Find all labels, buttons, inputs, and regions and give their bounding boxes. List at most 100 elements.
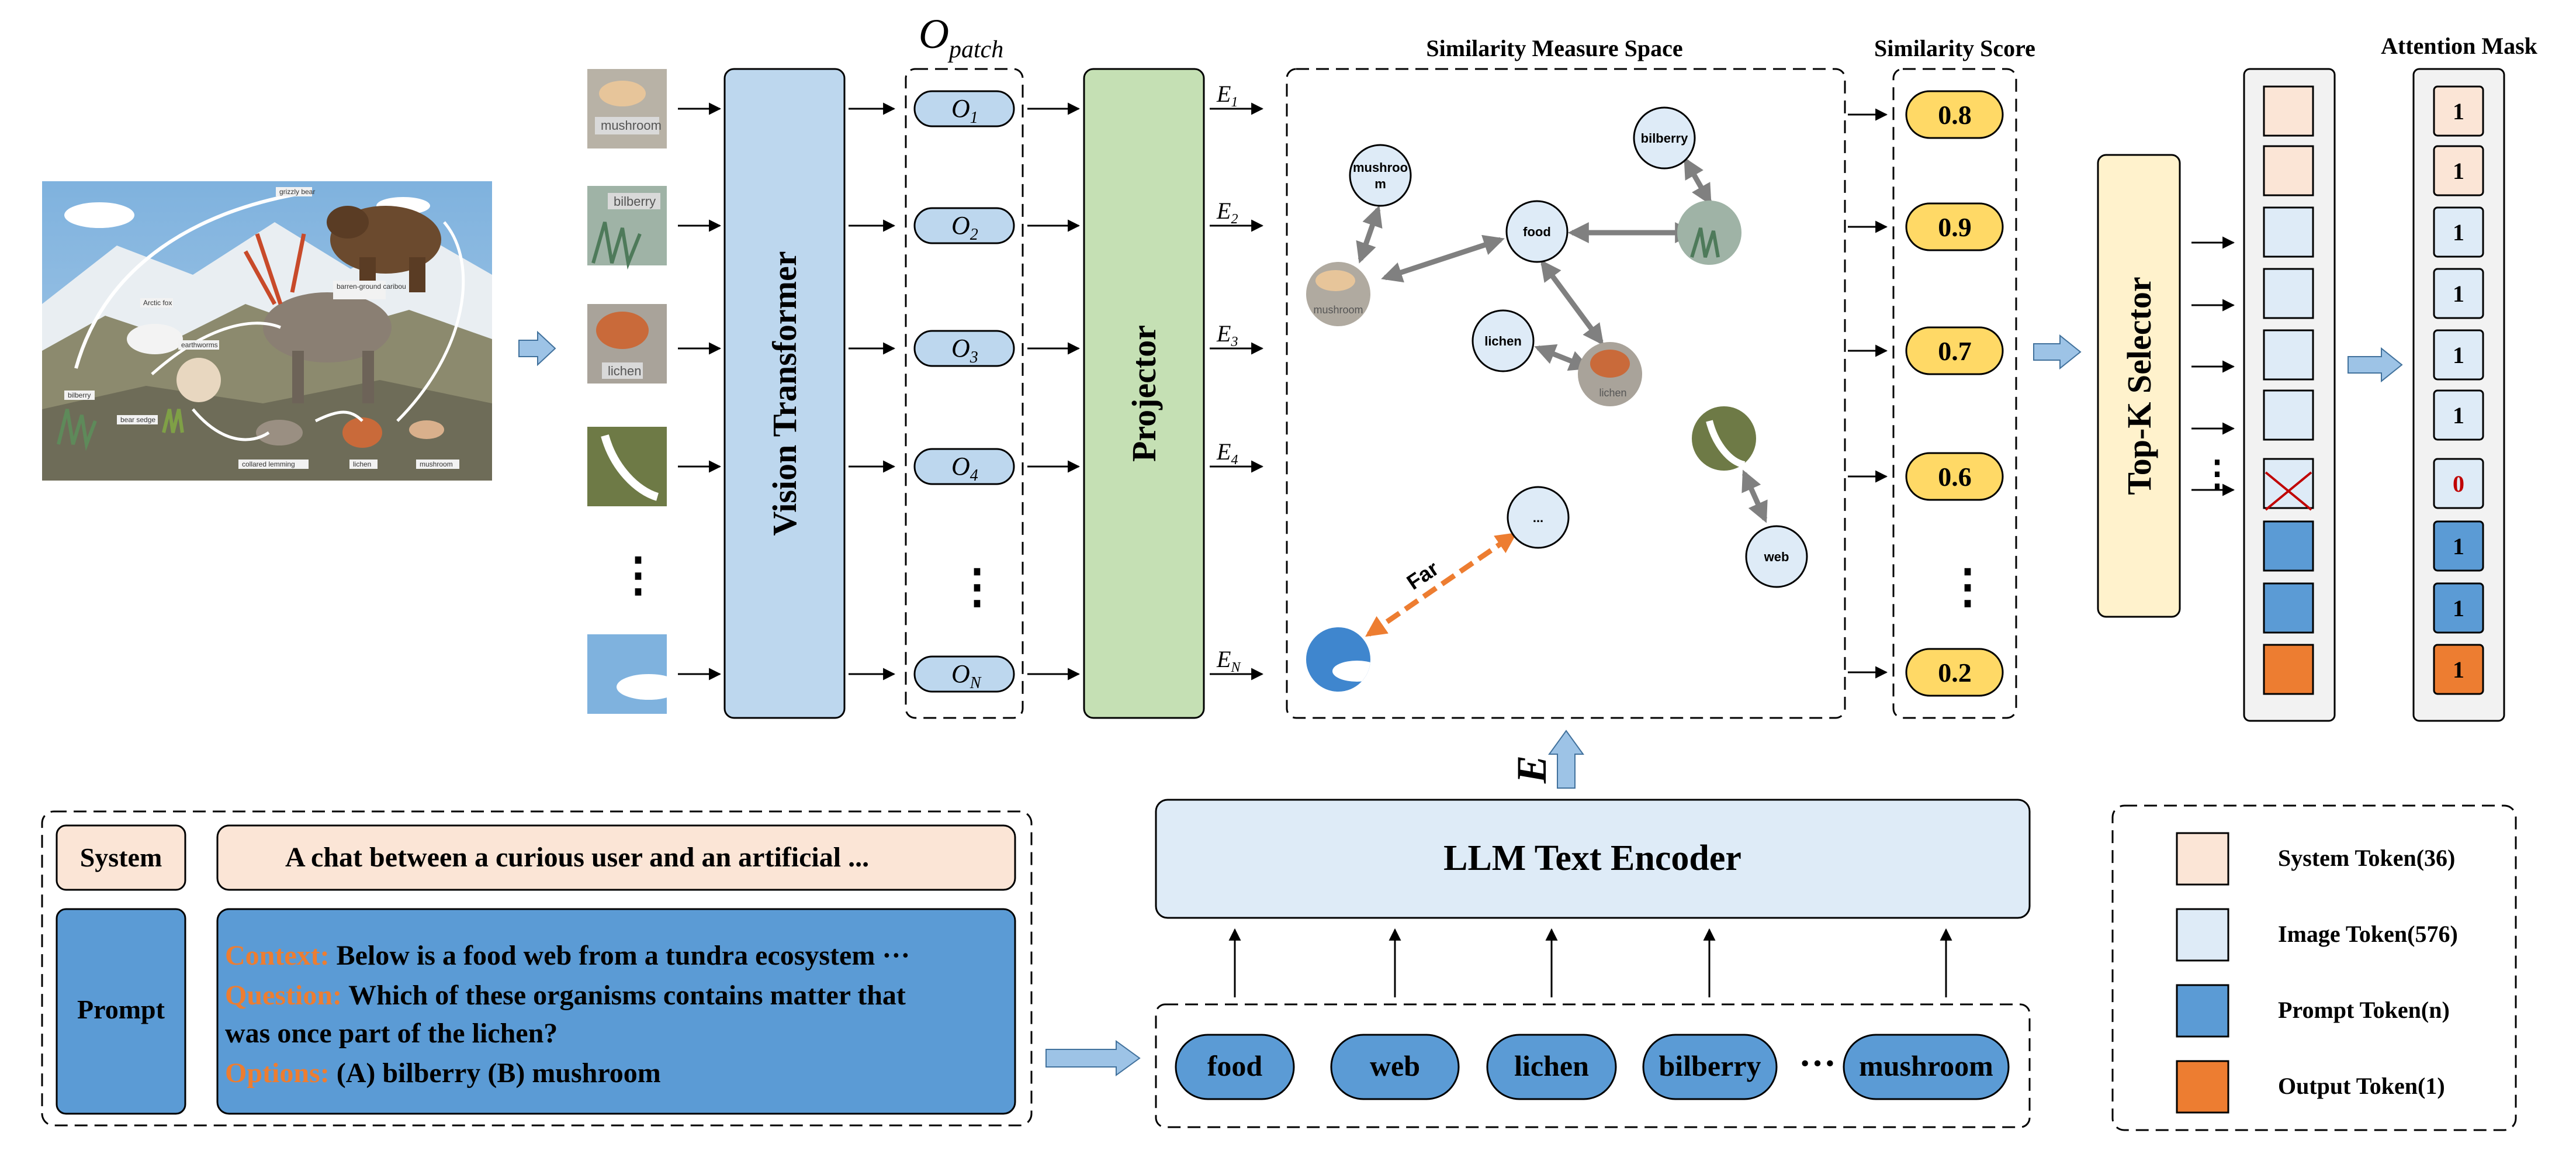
score-badge-3 — [1905, 326, 2004, 375]
image-node-mushroom: mushroom — [1306, 262, 1370, 326]
mask-cell-4 — [2433, 268, 2484, 319]
prompt-tag-label: Prompt — [77, 994, 165, 1024]
legend-label-3: Prompt Token(n) — [2278, 997, 2450, 1023]
word-label-3: lichen — [1514, 1049, 1589, 1082]
word-tokens-container — [1155, 1003, 2031, 1128]
patch-label-lichen: lichen — [608, 364, 641, 378]
prompt-question-line: Question: Which of these organisms conta… — [225, 980, 906, 1011]
mask-value-6: 1 — [2453, 402, 2464, 429]
o-patch-token-label-4: O4 — [951, 452, 978, 485]
node-label-bilberry: bilberry — [1641, 131, 1688, 146]
word-pill-2 — [1330, 1034, 1460, 1100]
word-label-4: bilberry — [1659, 1049, 1761, 1082]
node-label-mushroom: mushroo — [1353, 160, 1408, 175]
o-patch-token-3 — [913, 330, 1015, 367]
image-node-patch4 — [1692, 406, 1756, 471]
block-arrow-tokens-to-mask — [2348, 347, 2403, 383]
score-value-5: 0.2 — [1938, 658, 1972, 688]
prompt-text-box — [216, 908, 1016, 1115]
o-patch-token-4 — [913, 448, 1015, 485]
prompt-panel: System A chat between a curious user and… — [41, 810, 1033, 1127]
mask-value-4: 1 — [2453, 281, 2464, 307]
opatch-to-projector-arrows — [1027, 102, 1081, 681]
similarity-score-title: Similarity Score — [1874, 35, 2035, 61]
score-ellipsis: ⋮ — [1944, 561, 1991, 613]
block-arrow-score-to-topk — [2033, 334, 2082, 370]
word-pill-4 — [1642, 1034, 1778, 1100]
node-lichen — [1471, 309, 1535, 372]
legend-swatch-4 — [2176, 1060, 2229, 1114]
mask-cell-10 — [2433, 644, 2484, 695]
mask-cell-9 — [2433, 582, 2484, 634]
block-arrow-image-to-patches — [518, 330, 556, 367]
token-cell-1 — [2263, 85, 2314, 137]
node-label-web: web — [1764, 550, 1789, 564]
token-cell-7 — [2263, 458, 2314, 509]
token-cell-3 — [2263, 206, 2314, 258]
mask-cell-3 — [2433, 206, 2484, 258]
similarity-space: Similarity Measure Space Far mushroo m f — [1286, 35, 1846, 719]
token-cell-10 — [2263, 644, 2314, 695]
vision-transformer-label: Vision Transformer — [766, 251, 804, 536]
patch-label-bilberry: bilberry — [614, 194, 656, 209]
score-value-1: 0.8 — [1938, 100, 1972, 130]
img-label-mushroom: mushroom — [420, 460, 453, 468]
score-badge-5 — [1905, 648, 2004, 697]
img-label-fox: Arctic fox — [143, 299, 172, 307]
projector-block: Projector — [1083, 68, 1205, 719]
image-patches: mushroom bilberry lichen ⋮ — [587, 69, 681, 714]
token-cell-4 — [2263, 268, 2314, 319]
score-badge-2 — [1905, 202, 2004, 251]
node-mushroom — [1349, 144, 1412, 207]
img-label-earthworms: earthworms — [181, 341, 218, 349]
word-label-1: food — [1207, 1049, 1263, 1082]
legend: System Token(36) Image Token(576) Prompt T… — [2111, 804, 2517, 1131]
img-label-bilberry: bilberry — [68, 391, 91, 399]
node-label-lichen: lichen — [1484, 334, 1522, 348]
system-text: A chat between a curious user and an art… — [285, 842, 869, 873]
svg-text:mushroom: mushroom — [1313, 304, 1363, 316]
patch-label-mushroom: mushroom — [601, 118, 662, 133]
projector-label: Projector — [1125, 325, 1163, 462]
system-tag-label: System — [80, 842, 162, 872]
o-patch-title: Opatch — [919, 11, 1003, 63]
img-label-grizzly: grizzly bear — [279, 188, 315, 196]
topk-to-tokens-arrows — [2191, 236, 2235, 496]
dropped-token-cross — [2265, 471, 2312, 511]
node-label-food: food — [1523, 224, 1551, 239]
legend-swatch-3 — [2176, 984, 2229, 1038]
score-badge-1 — [1905, 90, 2004, 139]
word-pill-5 — [1843, 1034, 2010, 1100]
o-patch-token-5 — [913, 655, 1015, 693]
space-to-score-arrows — [1848, 108, 1888, 679]
far-label: Far — [1403, 556, 1443, 594]
word-pill-1 — [1175, 1034, 1295, 1100]
encoder-e-label: E — [1508, 755, 1555, 784]
token-cell-8 — [2263, 520, 2314, 572]
patch-to-vit-arrows — [678, 102, 722, 681]
node-food — [1505, 200, 1569, 263]
topk-selector-block: Top-K Selector — [2097, 154, 2181, 618]
img-label-lichen: lichen — [353, 460, 371, 468]
score-value-4: 0.6 — [1938, 462, 1972, 492]
legend-label-2: Image Token(576) — [2278, 921, 2458, 947]
legend-label-4: Output Token(1) — [2278, 1073, 2445, 1099]
topk-selector-label: Top-K Selector — [2120, 277, 2158, 495]
topk-ellipsis: ⋮ — [2200, 454, 2235, 493]
o-patch-token-label-2: O2 — [951, 211, 978, 244]
vision-transformer-block: Vision Transformer — [723, 68, 846, 719]
prompt-question-line-2: was once part of the lichen? — [225, 1018, 558, 1049]
o-patch-token-2 — [913, 207, 1015, 244]
legend-label-1: System Token(36) — [2278, 845, 2455, 871]
score-value-2: 0.9 — [1938, 212, 1972, 242]
block-arrow-prompt-to-words — [1045, 1040, 1141, 1076]
mask-value-1: 1 — [2453, 98, 2464, 125]
score-value-3: 0.7 — [1938, 336, 1972, 366]
o-patch-token-label-1: O1 — [951, 94, 978, 127]
mask-cell-2 — [2433, 145, 2484, 196]
image-node-bilberry — [1677, 201, 1741, 265]
